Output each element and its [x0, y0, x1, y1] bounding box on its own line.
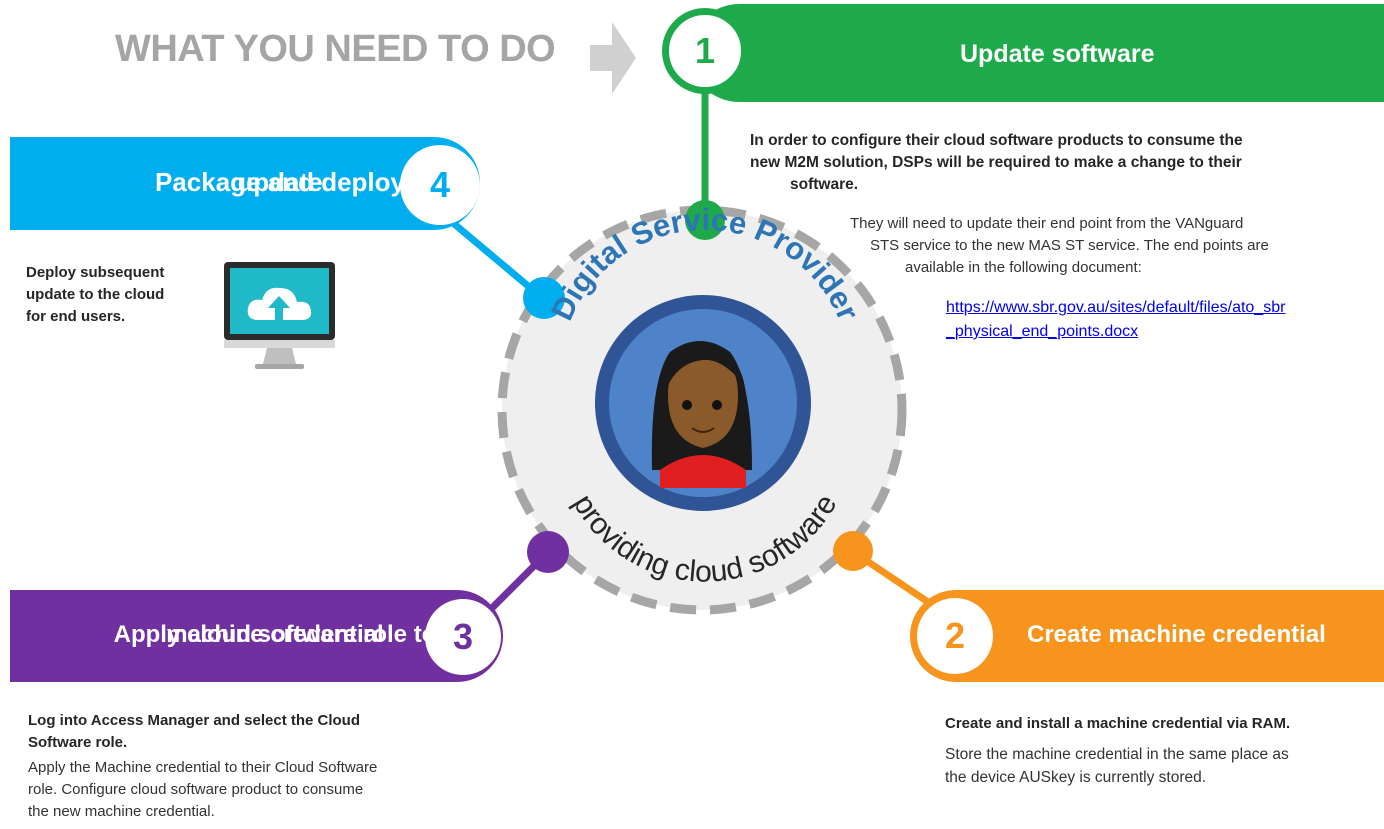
link-line: https://www.sbr.gov.au/sites/default/fil… — [946, 299, 1286, 316]
step-2-description: Store the machine credential in the same… — [945, 743, 1289, 789]
text-line: the device AUSkey is currently stored. — [945, 769, 1207, 786]
text-line: available in the following document: — [905, 259, 1142, 276]
page-title: WHAT YOU NEED TO DO — [115, 28, 556, 70]
step-1-description: They will need to update their end point… — [850, 213, 1269, 279]
step-4-description: Deploy subsequent update to the cloud fo… — [26, 262, 164, 328]
step-1-bold-text: In order to configure their cloud softwa… — [750, 130, 1243, 196]
step-1-link-block: https://www.sbr.gov.au/sites/default/fil… — [946, 296, 1285, 344]
step-2-title: Create machine credential — [1027, 621, 1326, 648]
text-line: software. — [790, 176, 859, 193]
text-line: Deploy subsequent — [26, 264, 165, 281]
text-line: They will need to update their end point… — [850, 215, 1244, 232]
dot-1 — [685, 200, 725, 240]
text-line: In order to configure their cloud softwa… — [750, 132, 1243, 149]
step-4-number: 4 — [400, 145, 480, 225]
step-1-number: 1 — [662, 8, 748, 94]
step-1-banner: Update software — [690, 4, 1384, 102]
text-line: new M2M solution, DSPs will be required … — [750, 154, 1242, 171]
text-line: role. Configure cloud software product t… — [28, 781, 364, 798]
text-line: update to the cloud — [26, 286, 165, 303]
step-3-bold-text: Log into Access Manager and select the C… — [28, 710, 360, 754]
step-2-number: 2 — [917, 598, 993, 674]
step-4-title-line: update — [237, 167, 323, 197]
link-line: _physical_end_points.docx — [946, 323, 1139, 340]
text-line: Store the machine credential in the same… — [945, 746, 1289, 763]
step-4-title-line: Package and deploy — [155, 167, 405, 197]
step-3-title-line: Apply cloud software role to — [113, 621, 437, 648]
arrow-icon — [590, 22, 636, 94]
step-3-description: Apply the Machine credential to their Cl… — [28, 757, 377, 823]
endpoints-document-link[interactable]: https://www.sbr.gov.au/sites/default/fil… — [946, 299, 1285, 340]
text-line: STS service to the new MAS ST service. T… — [870, 237, 1269, 254]
dot-3 — [527, 531, 569, 573]
text-line: for end users. — [26, 308, 126, 325]
text-line: Log into Access Manager and select the C… — [28, 712, 361, 729]
step-3-number: 3 — [425, 599, 501, 675]
dot-2 — [833, 531, 873, 571]
connector-4 — [437, 209, 543, 299]
step-3-title-line: machine credential — [166, 621, 384, 648]
cloud-upload-monitor-icon — [224, 262, 335, 369]
dot-4 — [523, 277, 565, 319]
step-2-bold-text: Create and install a machine credential … — [945, 715, 1291, 732]
text-line: Software role. — [28, 734, 128, 751]
text-line: Apply the Machine credential to their Cl… — [28, 759, 378, 776]
step-1-title: Update software — [960, 40, 1155, 68]
text-line: the new machine credential. — [28, 803, 215, 820]
avatar — [595, 295, 811, 511]
